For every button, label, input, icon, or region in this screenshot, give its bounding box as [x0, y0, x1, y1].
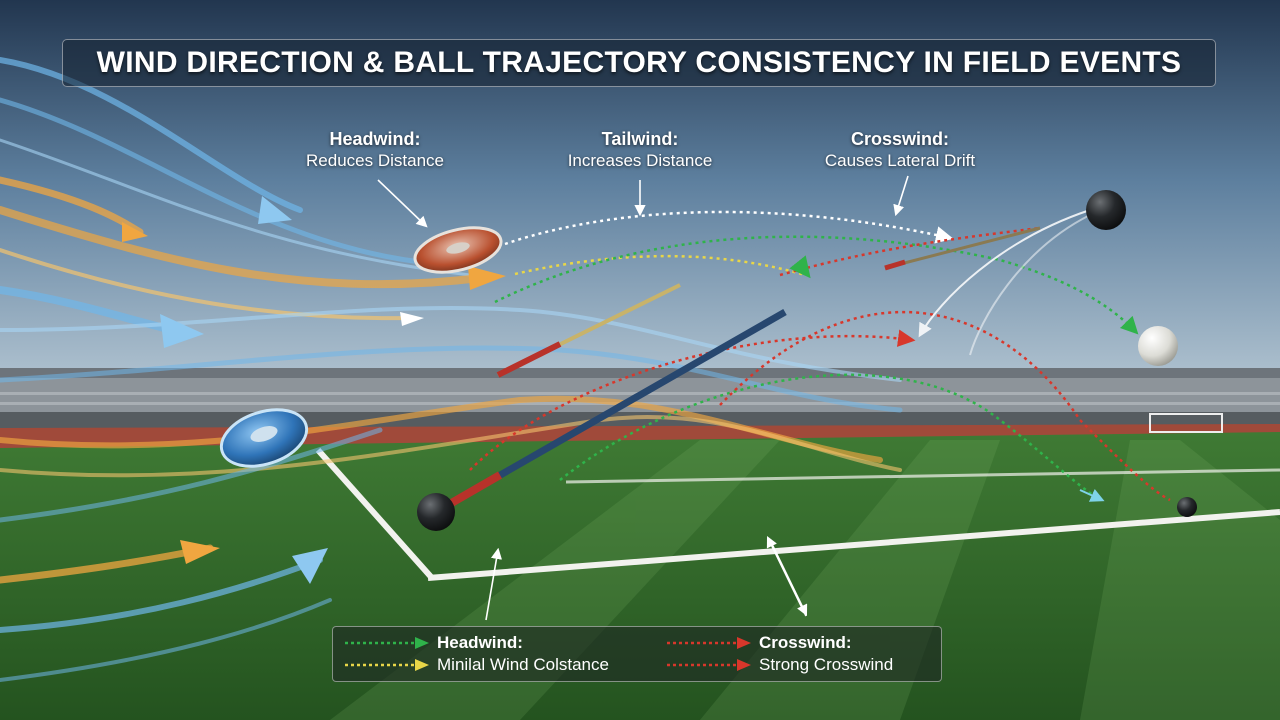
legend-label: Headwind:	[437, 633, 523, 653]
callout-crosswind: Crosswind: Causes Lateral Drift	[795, 128, 1005, 172]
legend-item-headwind: Headwind:	[343, 632, 523, 654]
callout-subtext: Reduces Distance	[285, 150, 465, 172]
legend-line-icon	[665, 658, 753, 672]
title-banner: WIND DIRECTION & BALL TRAJECTORY CONSIST…	[62, 39, 1216, 87]
callout-heading: Crosswind:	[795, 128, 1005, 150]
legend-line-icon	[343, 658, 431, 672]
legend-label: Crosswind:	[759, 633, 852, 653]
legend: Headwind: Minilal Wind Colstance Crosswi…	[332, 626, 942, 682]
legend-line-icon	[665, 636, 753, 650]
legend-line-icon	[343, 636, 431, 650]
page-title: WIND DIRECTION & BALL TRAJECTORY CONSIST…	[97, 46, 1182, 80]
callout-heading: Headwind:	[285, 128, 465, 150]
shot-put-icon	[1138, 326, 1178, 366]
shot-put-icon	[1177, 497, 1197, 517]
shot-put-icon	[1086, 190, 1126, 230]
legend-item-crosswind: Crosswind:	[665, 632, 852, 654]
legend-label: Minilal Wind Colstance	[437, 655, 609, 675]
callout-heading: Tailwind:	[545, 128, 735, 150]
callout-subtext: Causes Lateral Drift	[795, 150, 1005, 172]
callout-subtext: Increases Distance	[545, 150, 735, 172]
legend-item-minimal-wind: Minilal Wind Colstance	[343, 654, 609, 676]
callout-tailwind: Tailwind: Increases Distance	[545, 128, 735, 172]
callout-headwind: Headwind: Reduces Distance	[285, 128, 465, 172]
shot-put-icon	[417, 493, 455, 531]
legend-label: Strong Crosswind	[759, 655, 893, 675]
stadium-stands	[0, 368, 1280, 432]
legend-item-strong-crosswind: Strong Crosswind	[665, 654, 893, 676]
